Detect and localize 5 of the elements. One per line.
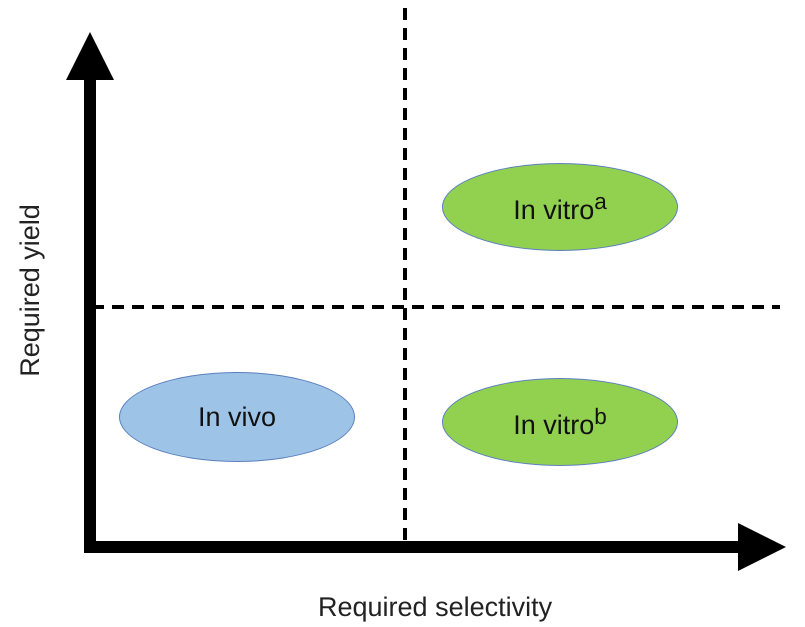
x-axis-title: Required selectivity [318, 592, 552, 622]
node-label: In vitro$^{a}$ [513, 188, 607, 226]
node-label: In vivo [198, 402, 276, 432]
y-axis-title: Required yield [14, 204, 46, 376]
node-label: In vitro$^{b}$ [513, 404, 607, 440]
